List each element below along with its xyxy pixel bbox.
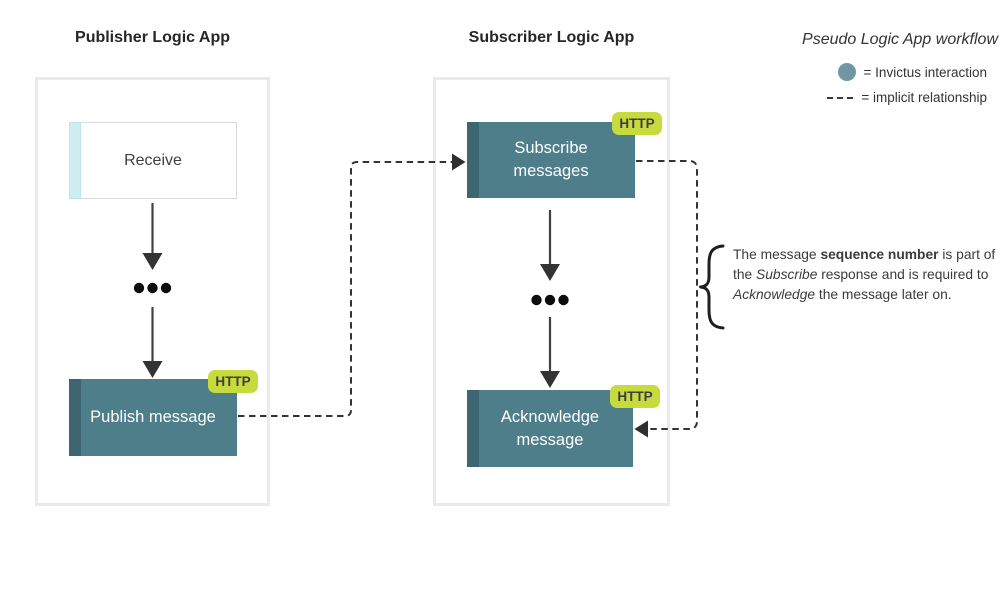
publish-accent-strip	[69, 379, 81, 456]
invictus-circle-icon	[837, 63, 856, 81]
http-badge: HTTP	[610, 385, 660, 408]
annotation-run: is part of the	[733, 247, 996, 282]
subscriber-title: Subscriber Logic App	[468, 29, 635, 46]
publisher-title: Publisher Logic App	[75, 29, 230, 46]
dashed-connector-publish-to-subscribe	[238, 153, 466, 417]
subscribe-messages-shape: Subscribe messages HTTP	[467, 112, 662, 198]
legend-title: Pseudo Logic App workflow	[802, 31, 998, 48]
annotation-run: The message	[733, 247, 821, 262]
legend-item-invictus: = Invictus interaction	[837, 63, 998, 81]
acknowledge-accent-strip	[467, 390, 479, 467]
acknowledge-message-shape: Acknowledge message HTTP	[467, 385, 660, 467]
annotation-run-bold: sequence number	[820, 247, 939, 262]
annotation-run-italic: Subscribe	[756, 267, 818, 282]
legend-item-label: = Invictus interaction	[863, 64, 987, 80]
subscribe-accent-strip	[467, 122, 479, 198]
acknowledge-message-label: Acknowledge message	[500, 407, 600, 449]
http-badge: HTTP	[612, 112, 662, 135]
annotation-run-italic: Acknowledge	[733, 287, 816, 302]
publish-message-label: Publish message	[90, 408, 216, 426]
annotation-run: response and is required to	[817, 267, 989, 282]
curly-brace-icon	[699, 244, 725, 330]
dashed-line-icon	[827, 96, 854, 99]
annotation-text: The message sequence number is part of t…	[733, 245, 997, 305]
receive-shape: Receive	[69, 122, 237, 199]
annotation-run: the message later on.	[815, 287, 952, 302]
subscribe-messages-label: Subscribe messages	[513, 139, 589, 180]
legend-item-label: = implicit relationship	[861, 90, 987, 105]
legend: Pseudo Logic App workflow = Invictus int…	[802, 31, 998, 114]
publish-message-shape: Publish message HTTP	[69, 370, 258, 456]
receive-trigger-strip	[69, 122, 81, 199]
http-badge: HTTP	[208, 370, 258, 393]
legend-item-implicit: = implicit relationship	[827, 90, 998, 105]
receive-label: Receive	[124, 151, 182, 169]
